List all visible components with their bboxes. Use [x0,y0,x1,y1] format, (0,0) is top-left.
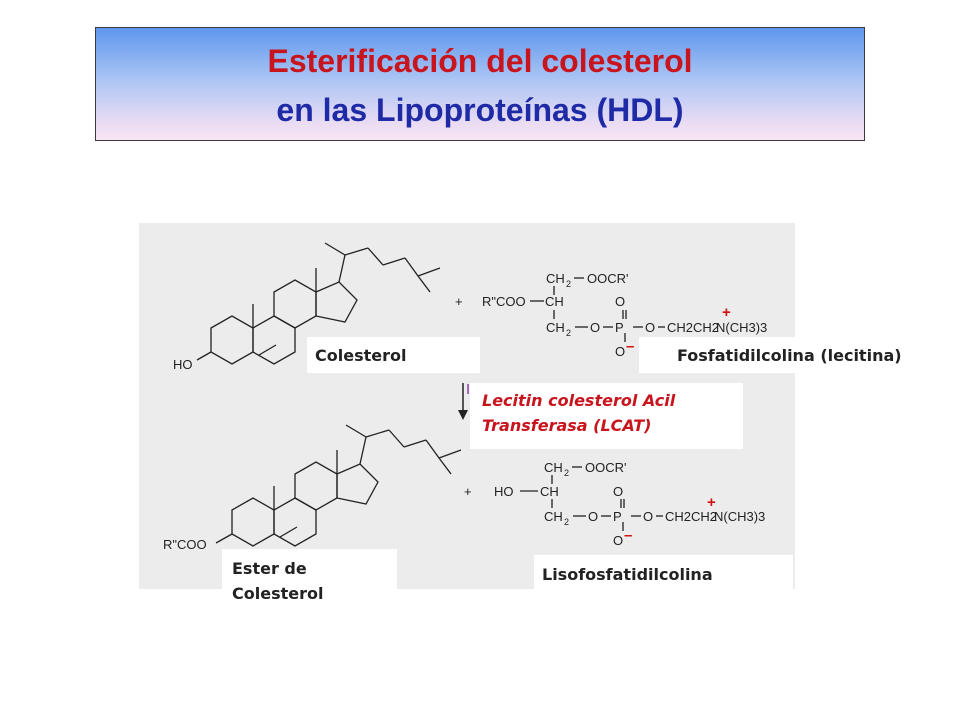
o-minus-label-bottom: O [613,533,623,548]
negative-charge-top: – [626,338,634,355]
ester-label-line-2: Colesterol [232,584,324,603]
oocr-label-bottom: OOCR' [585,460,626,475]
ch-label-bottom: CH [540,484,559,499]
lcat-label-line-2: Transferasa (LCAT) [482,416,652,435]
phosphatidylcholine-label: Fosfatidilcolina (lecitina) [639,337,960,373]
positive-charge-top: + [722,304,731,321]
ho-group-label: HO [173,357,193,372]
svg-text:2: 2 [564,468,569,478]
cholesterol-structure [196,242,441,365]
plus-sign-top: + [455,294,463,309]
title-line-2: en las Lipoproteínas (HDL) [276,92,684,128]
n-label-top: N(CH3)3 [716,320,767,335]
p-label-bottom: P [613,509,622,524]
ch2-label-bottom: CH [544,460,563,475]
ch2ch2-label-bottom: CH2CH2 [665,509,717,524]
rcoo-label-top: R"COO [482,294,526,309]
n-label-bottom: N(CH3)3 [714,509,765,524]
reaction-arrow [458,383,469,420]
o-double-label-top: O [615,294,625,309]
title-line-1: Esterificación del colesterol [267,43,693,79]
cholesterol-ester-structure [215,424,462,547]
lysophosphatidylcholine-label: Lisofosfatidilcolina [534,555,793,591]
positive-charge-bottom: + [707,494,716,511]
phosphatidylcholine-bonds [530,277,665,342]
lcat-label-line-1: Lecitin colesterol Acil [482,391,676,410]
o-double-label-bottom: O [613,484,623,499]
lcat-enzyme-label: Lecitin colesterol Acil Transferasa (LCA… [470,383,743,449]
negative-charge-bottom: – [624,527,632,544]
ester-label-line-1: Ester de [232,559,307,578]
ho-label-bottom: HO [494,484,514,499]
svg-text:2: 2 [564,517,569,527]
o-label-bottom-2: O [643,509,653,524]
o-minus-label-top: O [615,344,625,359]
ch2-label-top: CH [546,271,565,286]
ch2-label-bottom-2: CH [544,509,563,524]
cholesterol-ester-label: Ester de Colesterol [222,549,397,611]
ch2ch2-label-top: CH2CH2 [667,320,719,335]
o-label-top: O [590,320,600,335]
svg-text:2: 2 [566,328,571,338]
ch2-label-top-2: CH [546,320,565,335]
oocr-label-top: OOCR' [587,271,628,286]
ch-label-top: CH [545,294,564,309]
plus-sign-bottom: + [464,484,472,499]
svg-text:2: 2 [566,279,571,289]
rcoo-ester-label: R"COO [163,537,207,552]
lysophosphatidylcholine-bonds [520,466,663,531]
o-label-top-2: O [645,320,655,335]
title-box: Esterificación del colesterol en las Lip… [95,27,865,141]
cholesterol-label: Colesterol [307,337,480,373]
o-label-bottom: O [588,509,598,524]
p-label-top: P [615,320,624,335]
